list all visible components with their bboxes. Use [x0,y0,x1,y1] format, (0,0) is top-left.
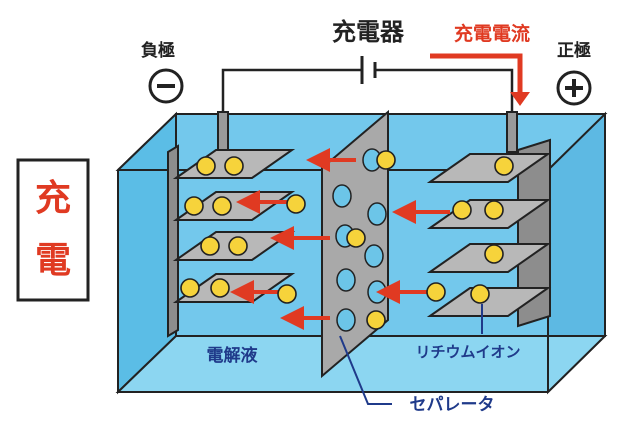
charging-current-arrow [430,53,523,96]
title-char-1: 充 [35,178,71,219]
charging-current-label: 充電電流 [454,22,530,45]
battery-symbol-icon [360,56,377,84]
separator-label: セパレータ [410,395,495,415]
negative-electrode-label: 負極 [141,40,175,61]
lithium-ion-label: リチウムイオン [415,343,520,361]
negative-electrode-rod [217,111,229,153]
separator-label-pointer [339,335,392,405]
lithium-ions [180,150,514,330]
charging-current-arrowhead [510,92,530,106]
ion-arrow-group [230,148,450,330]
positive-electrode-label: 正極 [557,40,591,61]
circuit-wire [221,68,514,114]
minus-circle-icon [148,68,184,104]
title-char-2: 電 [35,240,71,281]
positive-electrode-rod [506,111,518,153]
title-box: 充 電 [16,158,90,302]
electrolyte-label: 電解液 [207,345,258,366]
charger-label: 充電器 [332,18,405,46]
plus-circle-icon [556,70,592,106]
